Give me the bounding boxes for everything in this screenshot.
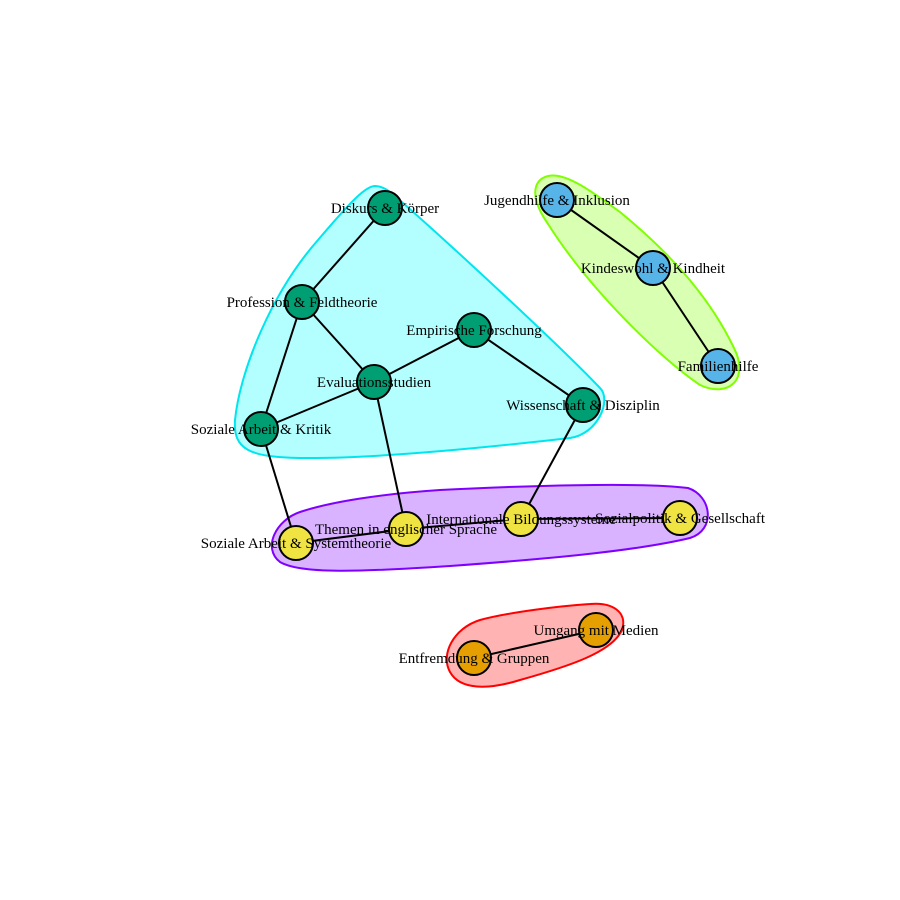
node-familienhilfe[interactable]	[700, 348, 736, 384]
node-wissenschaft[interactable]	[565, 387, 601, 423]
cluster-hull-blue	[534, 174, 741, 391]
edge-diskurs-profession	[301, 207, 386, 303]
node-kindeswohl[interactable]	[635, 250, 671, 286]
node-label-jugendhilfe: Jugendhilfe & Inklusion	[484, 193, 630, 209]
node-label-systemtheorie: Soziale Arbeit & Systemtheorie	[201, 536, 392, 552]
edge-englisch-bildung	[405, 518, 522, 530]
node-label-entfremdung: Entfremdung & Gruppen	[399, 651, 550, 667]
edge-systemtheorie-englisch	[295, 528, 407, 544]
node-englisch[interactable]	[388, 511, 424, 547]
node-bildung[interactable]	[503, 501, 539, 537]
edge-kindeswohl-familienhilfe	[652, 267, 719, 367]
edge-evaluation-englisch	[373, 381, 407, 530]
node-label-kindeswohl: Kindeswohl & Kindheit	[581, 261, 726, 277]
node-jugendhilfe[interactable]	[539, 182, 575, 218]
edge-kritik-systemtheorie	[260, 428, 297, 544]
node-diskurs[interactable]	[367, 190, 403, 226]
edge-profession-kritik	[260, 301, 303, 430]
node-medien[interactable]	[578, 612, 614, 648]
node-label-wissenschaft: Wissenschaft & Disziplin	[506, 398, 660, 414]
node-label-bildung: Internationale Bildungssysteme	[426, 512, 616, 528]
node-label-kritik: Soziale Arbeit & Kritik	[191, 422, 332, 438]
node-label-evaluation: Evaluationsstudien	[317, 375, 432, 391]
node-label-medien: Umgang mit Medien	[534, 623, 659, 639]
edge-jugendhilfe-kindeswohl	[556, 199, 654, 269]
edge-empirische-evaluation	[373, 329, 475, 383]
edge-empirische-wissenschaft	[473, 329, 584, 406]
cluster-hull-green	[233, 184, 606, 460]
node-label-familienhilfe: Familienhilfe	[678, 359, 759, 375]
node-empirische[interactable]	[456, 312, 492, 348]
node-systemtheorie[interactable]	[278, 525, 314, 561]
node-evaluation[interactable]	[356, 364, 392, 400]
edge-medien-entfremdung	[473, 629, 597, 659]
edge-bildung-sozialpolitik	[520, 517, 681, 520]
node-label-diskurs: Diskurs & Körper	[331, 201, 439, 217]
node-label-empirische: Empirische Forschung	[406, 323, 542, 339]
cluster-hull-yellow	[270, 483, 709, 572]
edge-evaluation-kritik	[260, 381, 375, 430]
node-kritik[interactable]	[243, 411, 279, 447]
node-entfremdung[interactable]	[456, 640, 492, 676]
cluster-hulls	[233, 174, 741, 688]
graph-nodes	[243, 182, 736, 676]
node-label-sozialpolitik: Sozialpolitik & Gesellschaft	[595, 511, 766, 527]
node-label-englisch: Themen in englischer Sprache	[315, 522, 497, 538]
edge-wissenschaft-bildung	[520, 404, 584, 520]
node-sozialpolitik[interactable]	[662, 500, 698, 536]
node-label-profession: Profession & Feldtheorie	[227, 295, 378, 311]
node-profession[interactable]	[284, 284, 320, 320]
